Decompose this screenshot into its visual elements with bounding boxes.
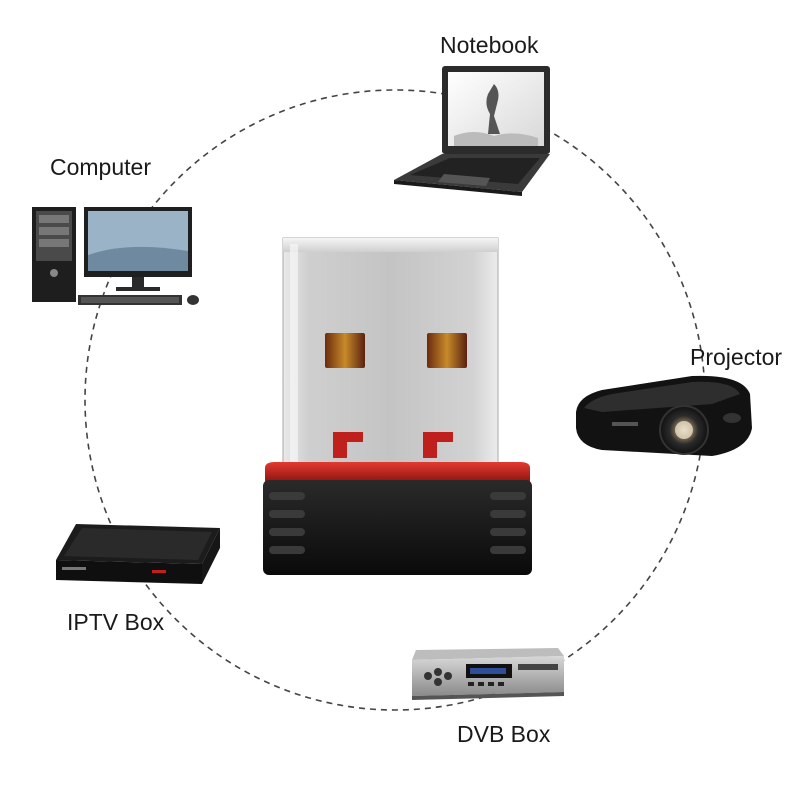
desktop-computer-icon (32, 207, 199, 305)
laptop-icon (394, 66, 550, 196)
iptv-box-label: IPTV Box (67, 609, 165, 635)
dvb-receiver-icon (412, 648, 564, 700)
usb-wifi-adapter-icon (263, 237, 532, 575)
iptv-box-icon (56, 524, 220, 584)
computer-label: Computer (50, 154, 151, 180)
notebook-label: Notebook (440, 32, 539, 58)
dvb-box-label: DVB Box (457, 721, 551, 747)
projector-label: Projector (690, 344, 783, 370)
projector-icon (576, 375, 752, 456)
